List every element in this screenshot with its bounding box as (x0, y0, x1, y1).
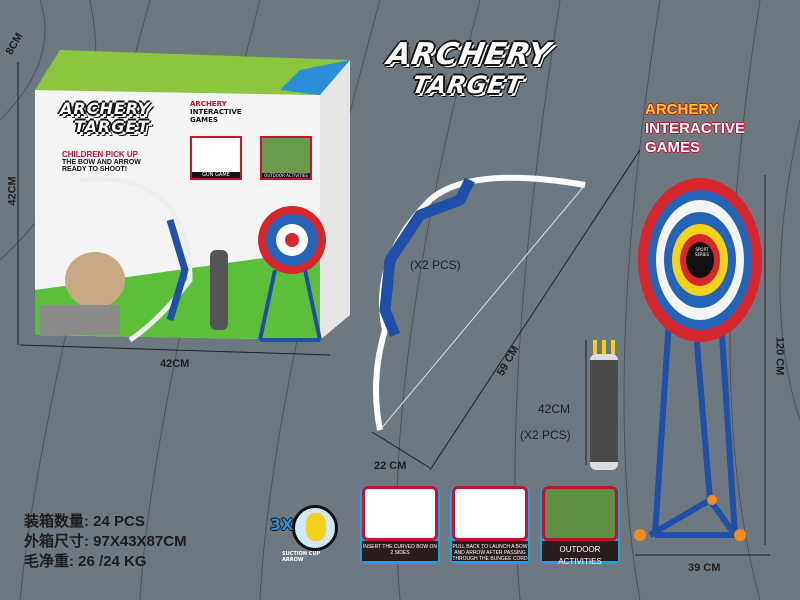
packing-info-size: 外箱尺寸: 97X43X87CM (24, 533, 187, 550)
quiver (590, 340, 618, 470)
box-width-label: 42CM (160, 358, 190, 370)
quiver-qty-label: (X2 PCS) (520, 428, 571, 442)
step-card-insert-bow: INSERT THE CURVED BOW ON 2 SIDES (360, 486, 440, 564)
packing-info-weight: 毛净重: 26 /24 KG (24, 553, 147, 570)
bow-qty-label: (X2 PCS) (410, 258, 461, 272)
box-card-outdoor: OUTDOOR ACTIVITIES (260, 136, 312, 180)
box-shape (35, 50, 350, 343)
suction-cup-badge: 3X SUCTION CUP ARROW (270, 505, 340, 565)
stand-width-label: 39 CM (688, 562, 721, 574)
games-title: ARCHERY INTERACTIVE GAMES (645, 101, 746, 156)
step-card-outdoor: OUTDOOR ACTIVITIES (540, 486, 620, 566)
step-card-pull-back: PULL BACK TO LAUNCH A BOW AND ARROW AFTE… (450, 486, 530, 564)
bow-width-label: 22 CM (374, 460, 407, 472)
stand-height-label: 120 CM (773, 336, 786, 376)
suction-cup-icon (292, 505, 338, 551)
quiver-height-label: 42CM (538, 402, 571, 416)
target-stand (634, 178, 762, 541)
packing-info-quantity: 装箱数量: 24 PCS (24, 513, 145, 530)
box-card-gun-game: GUN GAME (190, 136, 242, 180)
target-center-label: SPORT SERIES (694, 247, 710, 257)
